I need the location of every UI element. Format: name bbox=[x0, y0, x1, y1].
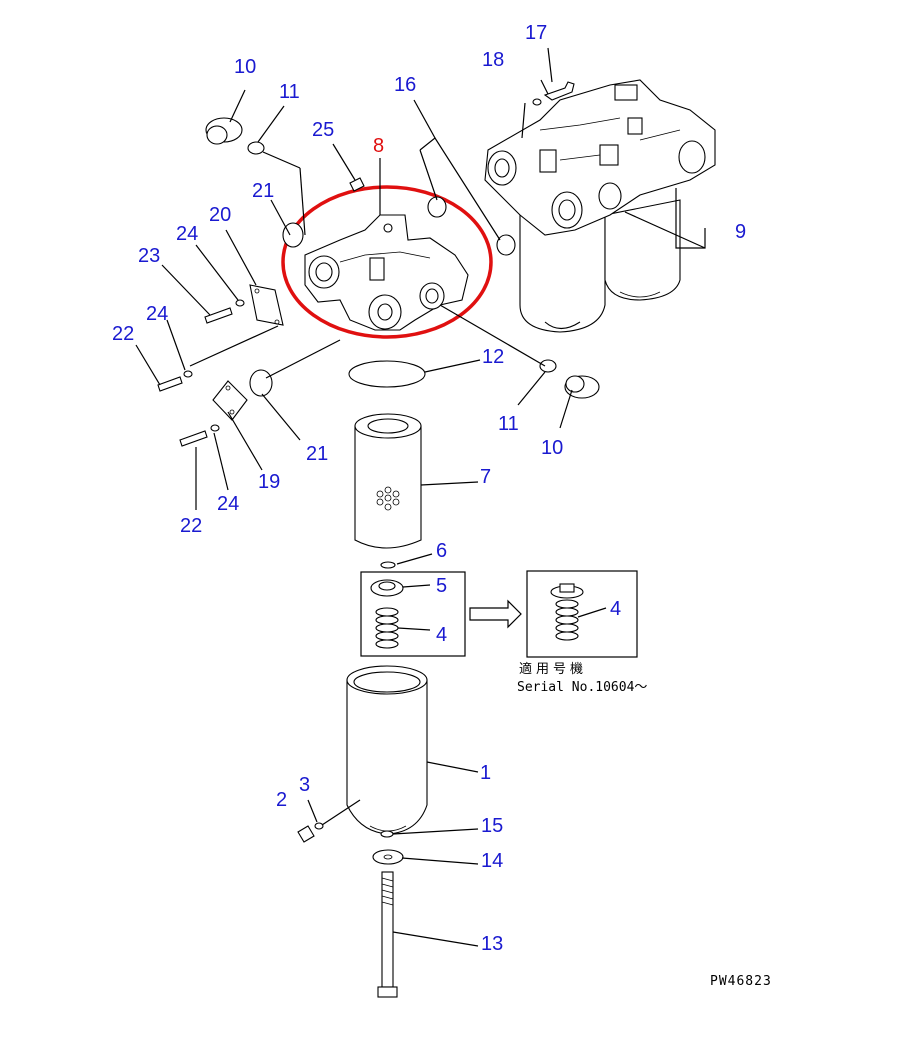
label-1: 1 bbox=[480, 762, 491, 784]
washer-24-b bbox=[183, 370, 193, 378]
leader-lines bbox=[135, 47, 706, 947]
applicable-serial-jp: 適用号機 bbox=[519, 661, 587, 677]
label-7: 7 bbox=[480, 466, 491, 488]
label-15: 15 bbox=[481, 815, 503, 837]
label-10-upper: 10 bbox=[234, 56, 256, 78]
plug-10-upper bbox=[205, 117, 243, 145]
label-9: 9 bbox=[735, 221, 746, 243]
label-18: 18 bbox=[482, 49, 504, 71]
detail-box-right bbox=[526, 570, 638, 658]
callout-labels: 10 11 25 8 16 18 17 9 21 20 24 23 24 22 … bbox=[112, 22, 746, 955]
gasket-21-lower bbox=[249, 369, 273, 397]
label-14: 14 bbox=[481, 850, 503, 872]
label-16: 16 bbox=[394, 74, 416, 96]
plug-10-lower bbox=[564, 375, 600, 399]
o-ring-11-upper bbox=[247, 141, 265, 155]
o-ring-16-a bbox=[427, 196, 447, 218]
gasket-21-upper bbox=[282, 222, 304, 248]
o-ring-12 bbox=[348, 360, 426, 388]
valve-5 bbox=[370, 579, 404, 597]
serial-number-note: Serial No.10604〜 bbox=[517, 680, 647, 695]
o-ring-6 bbox=[380, 561, 396, 569]
label-12: 12 bbox=[482, 346, 504, 368]
filter-element-7 bbox=[354, 413, 422, 549]
label-23: 23 bbox=[138, 245, 160, 267]
bolt-17 bbox=[543, 81, 575, 101]
center-bolt-13 bbox=[377, 871, 398, 998]
label-6: 6 bbox=[436, 540, 447, 562]
spring-4-left bbox=[375, 607, 399, 649]
plate-19 bbox=[212, 380, 248, 421]
drain-plug-2 bbox=[297, 825, 315, 843]
drawing-code: PW46823 bbox=[710, 974, 772, 989]
label-3: 3 bbox=[299, 774, 310, 796]
nipple-25 bbox=[349, 177, 365, 192]
label-22-upper: 22 bbox=[112, 323, 134, 345]
spring-4-right bbox=[550, 583, 584, 641]
label-17: 17 bbox=[525, 22, 547, 44]
plate-20 bbox=[249, 284, 284, 326]
label-4-left: 4 bbox=[436, 624, 447, 646]
filter-assembly-9 bbox=[484, 79, 716, 333]
filter-case-1 bbox=[346, 665, 428, 835]
label-21-upper: 21 bbox=[252, 180, 274, 202]
label-13: 13 bbox=[481, 933, 503, 955]
label-25: 25 bbox=[312, 119, 334, 141]
label-20: 20 bbox=[209, 204, 231, 226]
label-5: 5 bbox=[436, 575, 447, 597]
label-11-lower: 11 bbox=[498, 413, 519, 435]
bolt-22-lower bbox=[179, 430, 208, 447]
highlight-ellipse bbox=[281, 185, 493, 339]
o-ring-16-b bbox=[496, 234, 516, 256]
label-2: 2 bbox=[276, 789, 287, 811]
washer-18 bbox=[532, 98, 542, 106]
label-24-b: 24 bbox=[146, 303, 168, 325]
label-10-lower: 10 bbox=[541, 437, 563, 459]
label-21-lower: 21 bbox=[306, 443, 328, 465]
label-22-lower: 22 bbox=[180, 515, 202, 537]
label-11-upper: 11 bbox=[279, 81, 300, 103]
label-4-right: 4 bbox=[610, 598, 621, 620]
arrow-right-icon bbox=[469, 599, 522, 629]
label-24-a: 24 bbox=[176, 223, 198, 245]
detail-box-left bbox=[360, 571, 466, 657]
o-ring-3 bbox=[314, 822, 324, 830]
o-ring-11-lower bbox=[539, 359, 557, 373]
bolt-22-upper bbox=[157, 376, 183, 392]
filter-head-8 bbox=[304, 214, 469, 331]
washer-14 bbox=[372, 849, 404, 865]
label-24-c: 24 bbox=[217, 493, 239, 515]
label-8: 8 bbox=[373, 135, 384, 157]
o-ring-15 bbox=[380, 830, 394, 838]
washer-24-c bbox=[210, 424, 220, 432]
label-19: 19 bbox=[258, 471, 280, 493]
bolt-23 bbox=[204, 307, 233, 324]
washer-24-a bbox=[235, 299, 245, 307]
